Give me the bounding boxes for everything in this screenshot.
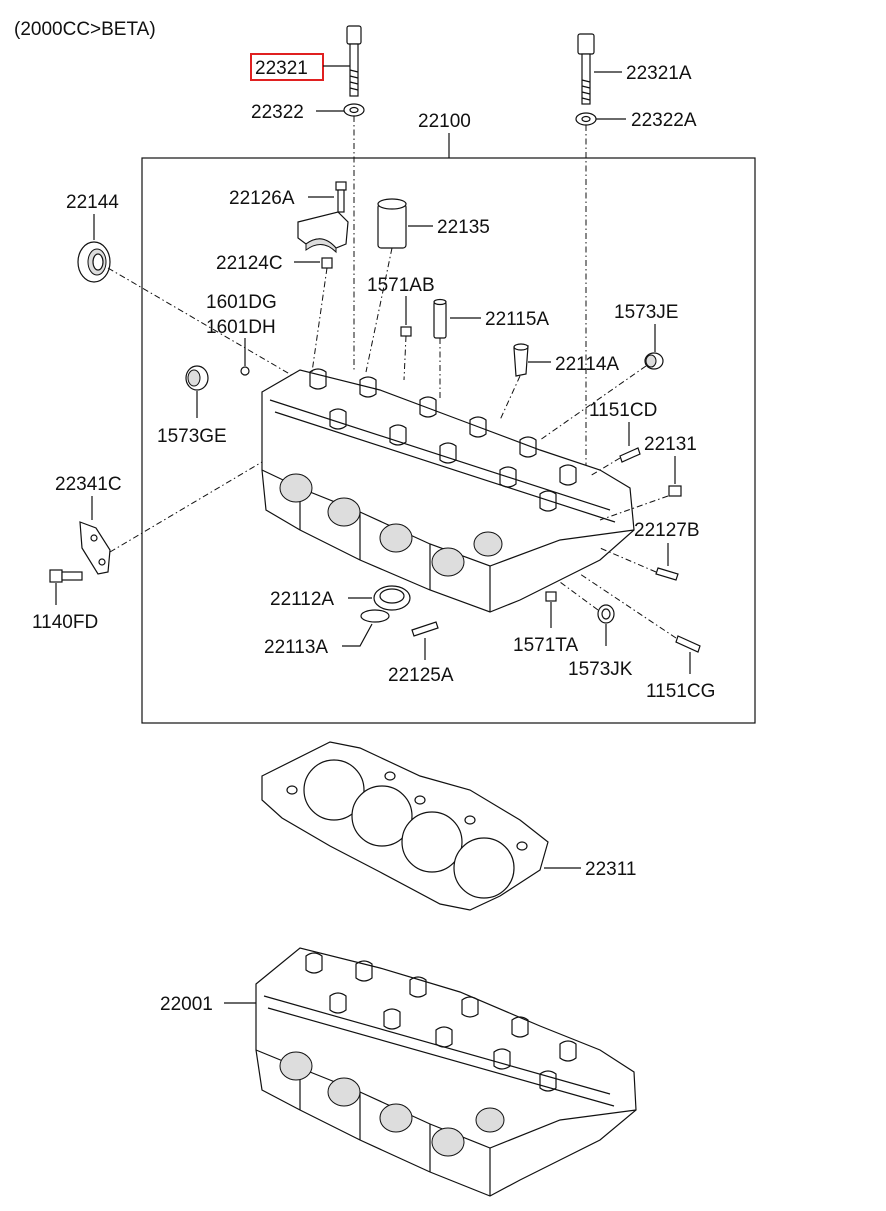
label-1571AB[interactable]: 1571AB [367, 275, 435, 296]
label-22112A[interactable]: 22112A [270, 589, 334, 610]
label-1601DH[interactable]: 1601DH [206, 317, 276, 338]
label-22001[interactable]: 22001 [160, 994, 213, 1015]
label-22341C[interactable]: 22341C [55, 474, 122, 495]
guide-22135[interactable] [377, 198, 407, 249]
label-1140FD[interactable]: 1140FD [32, 612, 98, 633]
washer-22322[interactable] [343, 103, 365, 117]
stud-22127B[interactable] [655, 567, 679, 581]
cylinder-head-assy-22001[interactable] [255, 947, 637, 1197]
highlight-box [250, 53, 324, 81]
plug-1571TA[interactable] [545, 591, 557, 602]
pin-1601DG[interactable] [240, 366, 250, 376]
label-22322A[interactable]: 22322A [631, 110, 697, 131]
label-22135[interactable]: 22135 [437, 217, 490, 238]
seat-22114A[interactable] [513, 343, 529, 377]
head-bolt-22321[interactable] [346, 25, 362, 97]
label-1571TA[interactable]: 1571TA [513, 635, 578, 656]
label-1151CD[interactable]: 1151CD [589, 400, 657, 421]
valve-guide-22115A[interactable] [433, 298, 447, 339]
dowel-22124C[interactable] [321, 257, 333, 269]
label-22131[interactable]: 22131 [644, 434, 697, 455]
oil-seal-22144[interactable] [77, 241, 111, 283]
head-bolt-22321A[interactable] [577, 33, 595, 105]
label-1573JK[interactable]: 1573JK [568, 659, 633, 680]
label-22311[interactable]: 22311 [585, 859, 636, 880]
bolt-22131[interactable] [668, 485, 682, 497]
label-22321A[interactable]: 22321A [626, 63, 692, 84]
head-gasket-22311[interactable] [261, 741, 549, 911]
bracket-22341C[interactable] [79, 521, 111, 575]
cam-cap-22124C[interactable] [297, 211, 349, 254]
label-22100[interactable]: 22100 [418, 111, 471, 132]
label-22321[interactable]: 22321 [255, 58, 308, 79]
label-22115A[interactable]: 22115A [485, 309, 549, 330]
label-1601DG[interactable]: 1601DG [206, 292, 277, 313]
bolt-1140FD[interactable] [49, 569, 83, 583]
label-22125A[interactable]: 22125A [388, 665, 454, 686]
label-22144[interactable]: 22144 [66, 192, 119, 213]
plug-1573JE[interactable] [644, 352, 664, 370]
label-22114A[interactable]: 22114A [555, 354, 619, 375]
cylinder-head-22100[interactable] [261, 368, 635, 613]
stud-1151CD[interactable] [619, 447, 641, 463]
label-22124C[interactable]: 22124C [216, 253, 283, 274]
plug-1571AB[interactable] [400, 326, 412, 337]
label-1573GE[interactable]: 1573GE [157, 426, 227, 447]
label-1573JE[interactable]: 1573JE [614, 302, 678, 323]
label-22113A[interactable]: 22113A [264, 637, 328, 658]
gasket-22113A[interactable] [360, 609, 390, 623]
label-22322[interactable]: 22322 [251, 102, 304, 123]
bolt-22126A[interactable] [335, 181, 347, 213]
stud-22125A[interactable] [411, 621, 439, 637]
variant-header: (2000CC>BETA) [14, 19, 156, 40]
washer-22322A[interactable] [575, 112, 597, 126]
stud-1151CG[interactable] [675, 635, 701, 653]
oring-1573JK[interactable] [597, 604, 615, 624]
plug-22112A[interactable] [373, 585, 411, 611]
plug-1573GE[interactable] [185, 365, 209, 391]
label-22126A[interactable]: 22126A [229, 188, 295, 209]
label-1151CG[interactable]: 1151CG [646, 681, 715, 702]
label-22127B[interactable]: 22127B [634, 520, 700, 541]
